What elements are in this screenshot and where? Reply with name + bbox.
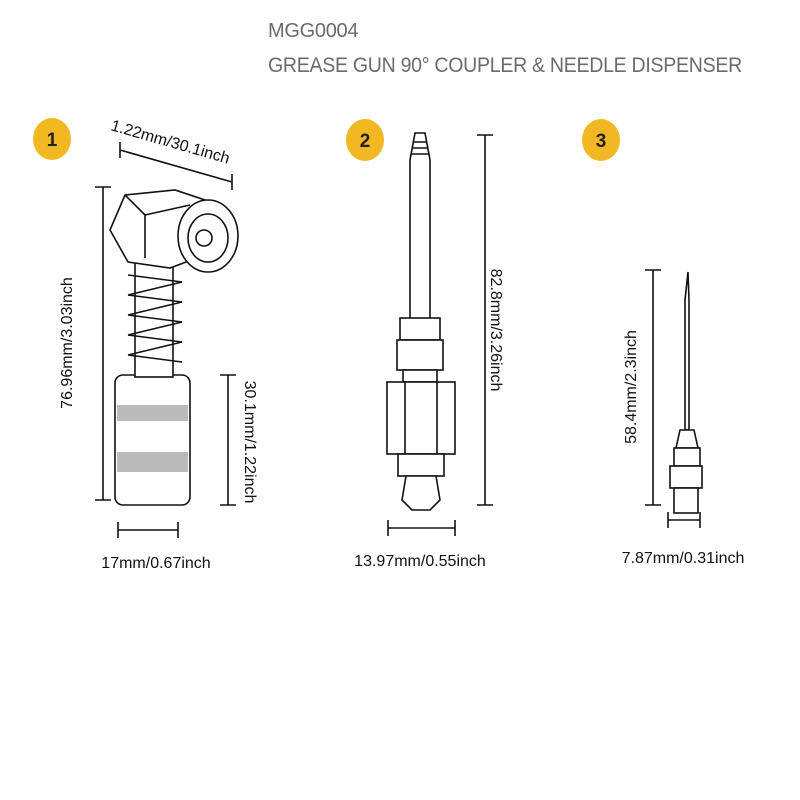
model-number: MGG0004	[268, 20, 359, 42]
svg-text:2: 2	[360, 131, 371, 152]
svg-text:30.1mm/1.22inch: 30.1mm/1.22inch	[241, 381, 258, 504]
product-title: GREASE GUN 90° COUPLER & NEEDLE DISPENSE…	[268, 54, 742, 77]
svg-text:82.8mm/3.26inch: 82.8mm/3.26inch	[487, 269, 504, 392]
svg-text:1.22mm/30.1inch: 1.22mm/30.1inch	[109, 118, 232, 168]
badge-2: 2	[346, 119, 384, 161]
needle-dimensions: 58.4mm/2.3inch 7.87mm/0.31inch	[622, 269, 745, 567]
nozzle-dimensions: 82.8mm/3.26inch 13.97mm/0.55inch	[354, 134, 504, 570]
needle-illustration	[669, 271, 703, 514]
coupler-illustration	[109, 189, 239, 506]
nozzle-illustration	[386, 132, 456, 511]
svg-text:7.87mm/0.31inch: 7.87mm/0.31inch	[622, 550, 745, 567]
svg-text:58.4mm/2.3inch: 58.4mm/2.3inch	[623, 330, 640, 444]
svg-text:3: 3	[596, 131, 607, 152]
svg-text:1: 1	[47, 130, 58, 151]
svg-text:13.97mm/0.55inch: 13.97mm/0.55inch	[354, 553, 486, 570]
badge-1: 1	[33, 118, 71, 160]
svg-text:76.96mm/3.03inch: 76.96mm/3.03inch	[59, 277, 76, 409]
svg-text:17mm/0.67inch: 17mm/0.67inch	[101, 555, 210, 572]
badge-3: 3	[582, 119, 620, 161]
